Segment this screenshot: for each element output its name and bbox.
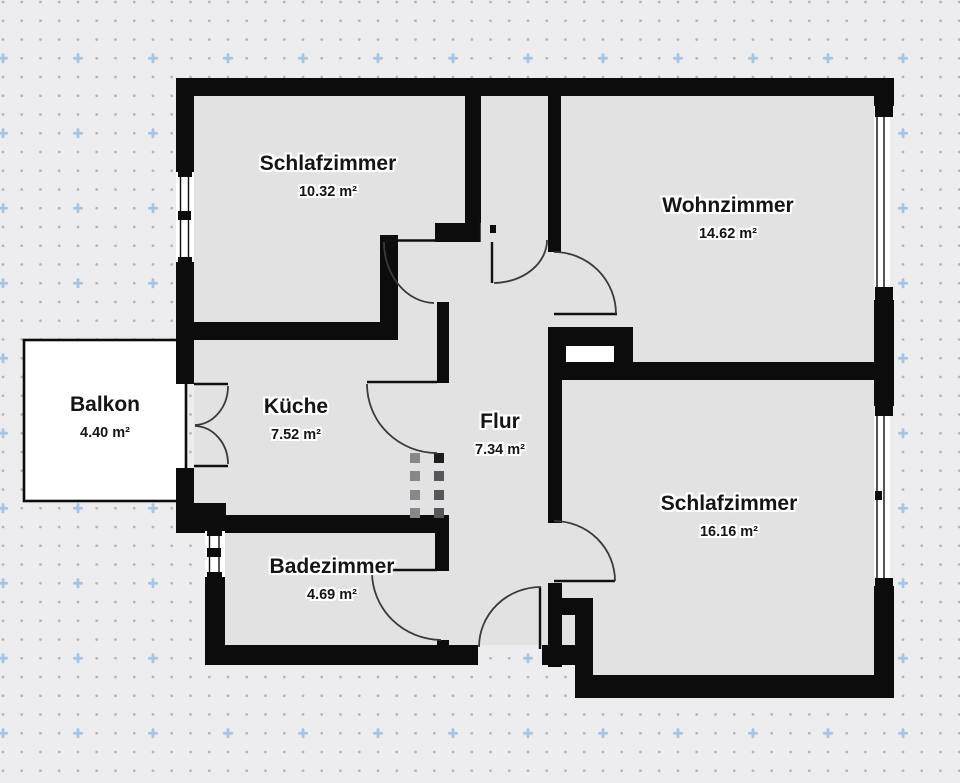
wall-segment — [560, 598, 593, 615]
window-tick — [178, 211, 191, 220]
wall-segment — [176, 503, 226, 533]
wall-segment — [435, 533, 449, 571]
door-swing-arc — [553, 251, 617, 315]
dashed-wall-marker — [434, 471, 444, 481]
wall-segment — [575, 675, 894, 698]
dashed-wall-marker — [410, 471, 420, 481]
wall-segment — [176, 96, 194, 174]
dashed-wall-marker — [410, 453, 420, 463]
door-swing-arc — [194, 385, 229, 426]
door-swing-arc — [371, 571, 442, 641]
wall-segment — [875, 406, 893, 416]
dashed-wall-marker — [410, 490, 420, 500]
room-floor — [548, 380, 874, 675]
wall-segment — [176, 78, 894, 96]
window-cap — [207, 531, 222, 536]
window-cap — [178, 172, 192, 177]
door-swing-arc — [383, 241, 435, 304]
wall-segment — [176, 468, 194, 508]
dashed-wall-marker — [434, 508, 444, 518]
balcony-floor — [22, 338, 188, 503]
window-opening — [874, 117, 890, 287]
wall-segment — [548, 380, 562, 523]
wall-segment — [874, 78, 894, 106]
background-patch-grid — [546, 665, 576, 675]
dashed-wall-marker — [434, 453, 444, 463]
wall-segment — [465, 96, 481, 223]
wall-segment — [875, 287, 893, 300]
wall-segment — [194, 322, 386, 340]
door-swing-arc — [366, 383, 438, 454]
wall-segment — [875, 106, 893, 117]
window-cap — [178, 257, 192, 262]
door-swing-arc — [553, 520, 616, 582]
wall-segment — [874, 586, 894, 698]
wall-segment — [226, 515, 449, 533]
window-tick — [875, 491, 882, 500]
background-patch-grid — [168, 533, 205, 665]
wall-segment — [874, 300, 894, 406]
wall-segment — [176, 262, 194, 342]
dashed-wall-marker — [410, 508, 420, 518]
door-swing-arc — [478, 586, 542, 648]
wall-segment — [437, 302, 449, 383]
wall-segment — [548, 583, 562, 667]
window-tick — [207, 548, 221, 557]
wall-segment — [435, 223, 479, 242]
wall-segment — [875, 578, 893, 586]
wall-segment — [205, 645, 478, 665]
dashed-wall-marker — [434, 490, 444, 500]
wall-segment — [490, 225, 496, 233]
wall-segment — [205, 577, 225, 665]
wall-segment — [380, 235, 398, 340]
door-swing-arc — [194, 425, 229, 465]
door-swing-arc — [493, 239, 548, 284]
window-cap — [207, 572, 222, 577]
wall-niche — [566, 346, 614, 362]
wall-segment — [633, 362, 874, 380]
wall-segment — [437, 640, 449, 665]
wall-segment — [548, 96, 561, 252]
wall-segment — [176, 342, 194, 384]
